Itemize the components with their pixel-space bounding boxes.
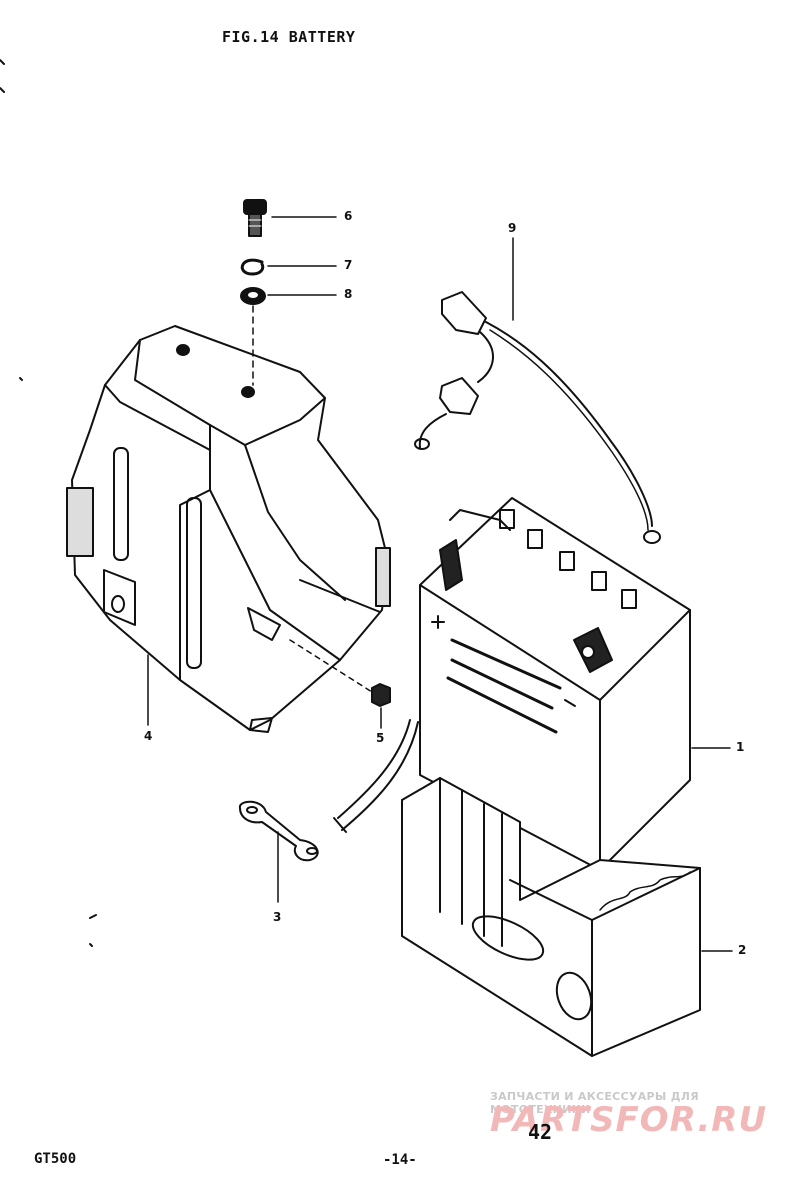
model-label: GT500 [34,1151,77,1167]
watermark-brand[interactable]: PARTSFOR.RU [490,1100,768,1140]
watermark-tagline: ЗАПЧАСТИ И АКСЕССУАРЫ ДЛЯ МОТОТЕХНИКИ [490,1090,700,1116]
callout-3: 3 [273,910,282,924]
page-number: -14- [383,1152,417,1168]
vent-tube [333,719,419,833]
callout-2: 2 [738,943,747,957]
battery-part [419,497,731,871]
figure-title: FIG.14 BATTERY [222,28,356,46]
battery-case-part [401,777,733,1057]
bolt-part [243,199,337,237]
lock-washer-part [240,258,337,276]
figure-code: 42 [528,1120,553,1144]
callout-4: 4 [144,729,153,743]
scan-artifacts [0,59,97,947]
callout-1: 1 [736,740,745,754]
washer-part [240,287,337,386]
cable-lead-part [414,237,661,544]
callout-8: 8 [344,287,353,301]
nut-part [289,639,391,729]
callout-5: 5 [376,731,385,745]
callout-6: 6 [344,209,353,223]
callout-9: 9 [508,221,517,235]
battery-strap-part [239,800,319,903]
callout-7: 7 [344,258,353,272]
battery-cover-part [66,325,391,733]
